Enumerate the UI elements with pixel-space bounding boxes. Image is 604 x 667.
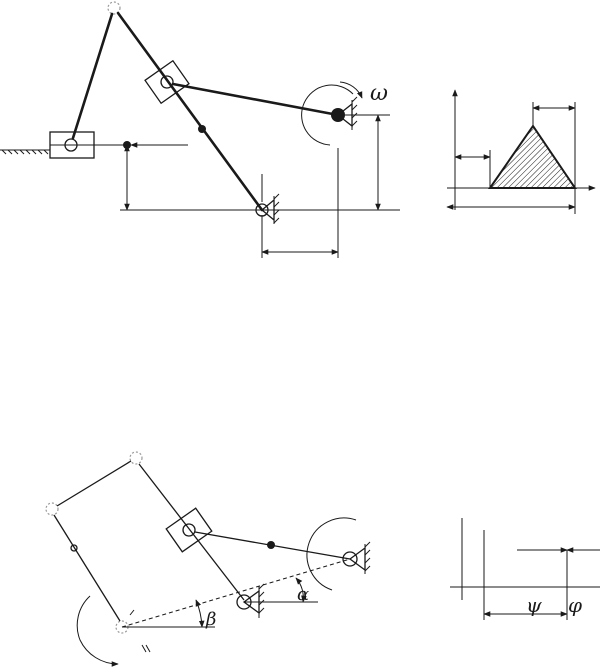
ground-hatch-left [0, 149, 50, 155]
bottom-slider-block [165, 507, 213, 553]
bottom-pivot-a [45, 502, 59, 516]
alpha-label: α [297, 584, 309, 605]
psi-label: ψ [526, 593, 542, 617]
triangle-profile [488, 124, 577, 189]
rocker-joint [198, 125, 206, 133]
phi-label: φ [568, 593, 582, 617]
omega-label: ω [370, 81, 388, 106]
slider-block-rocker [144, 59, 190, 105]
rocker-pivot [255, 203, 269, 217]
top-pivot [107, 1, 121, 15]
slider-pin-left [64, 138, 78, 152]
bottom-pivot-b [129, 451, 143, 465]
bottom-graph: ψ φ [450, 518, 600, 620]
top-graph [446, 89, 596, 214]
slider-block-left [49, 131, 95, 159]
top-mechanism: ω [0, 1, 400, 258]
bottom-mechanism: α β [45, 451, 371, 667]
bottom-right-pivot [342, 551, 358, 567]
beta-label: β [205, 609, 216, 630]
